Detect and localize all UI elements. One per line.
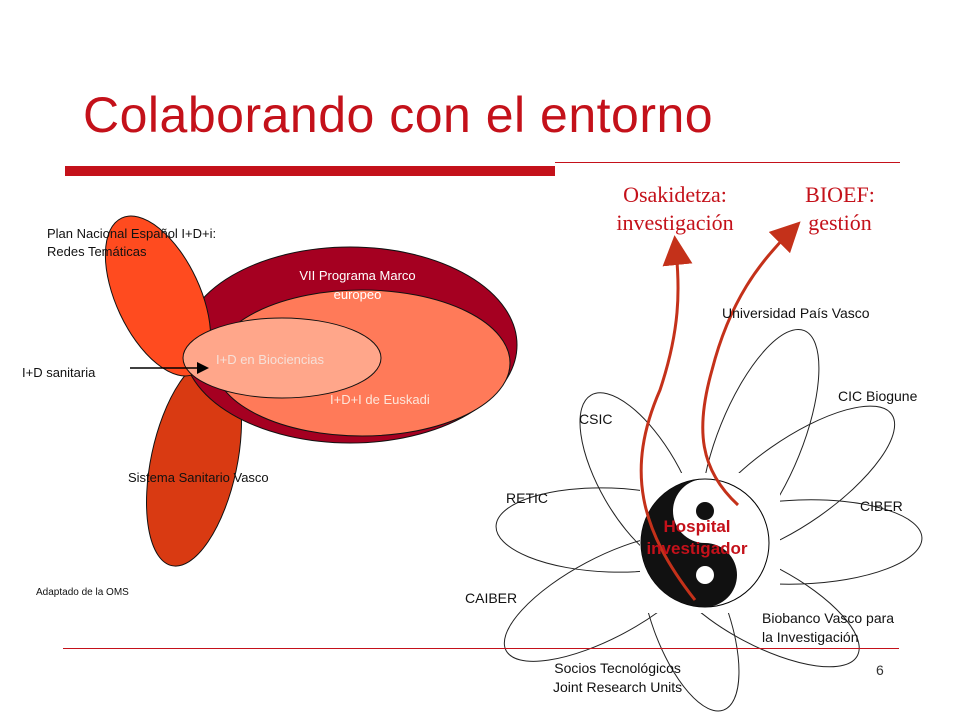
socios-label: Socios Tecnológicos Joint Research Units <box>553 660 683 695</box>
slide-title: Colaborando con el entorno <box>83 87 714 143</box>
plan-nacional-label: Plan Nacional Español I+D+i: Redes Temát… <box>47 226 217 259</box>
ciber-label: CIBER <box>860 498 903 514</box>
csic-label: CSIC <box>579 411 613 427</box>
id-biociencias-label: I+D en Biociencias <box>216 352 325 367</box>
title-underline-thin <box>555 162 900 163</box>
cic-label: CIC Biogune <box>838 388 918 404</box>
universidad-label: Universidad País Vasco <box>722 305 870 321</box>
osakidetza-label: Osakidetza: investigación <box>616 182 734 235</box>
biobanco-label: Biobanco Vasco para la Investigación <box>762 610 895 645</box>
id-sanitaria-label: I+D sanitaria <box>22 365 96 380</box>
yin-yang-symbol <box>640 473 780 613</box>
title-underline-thick <box>65 166 555 176</box>
page-number: 6 <box>876 662 884 678</box>
id-biociencias-ellipse <box>182 317 382 399</box>
arrow-osakidetza <box>639 235 697 601</box>
caiber-label: CAIBER <box>465 590 518 606</box>
source-note: Adaptado de la OMS <box>36 587 129 598</box>
retic-label: RETIC <box>506 490 548 506</box>
sistema-sanitario-label: Sistema Sanitario Vasco <box>128 470 269 485</box>
bioef-label: BIOEF: gestión <box>805 182 875 235</box>
idi-euskadi-label: I+D+I de Euskadi <box>330 392 430 407</box>
vii-programa-label: VII Programa Marco europeo <box>299 268 416 302</box>
hospital-investigador-label: Hospital investigador <box>646 517 748 558</box>
arrow-bioef <box>701 221 801 507</box>
footer-line <box>63 648 899 649</box>
